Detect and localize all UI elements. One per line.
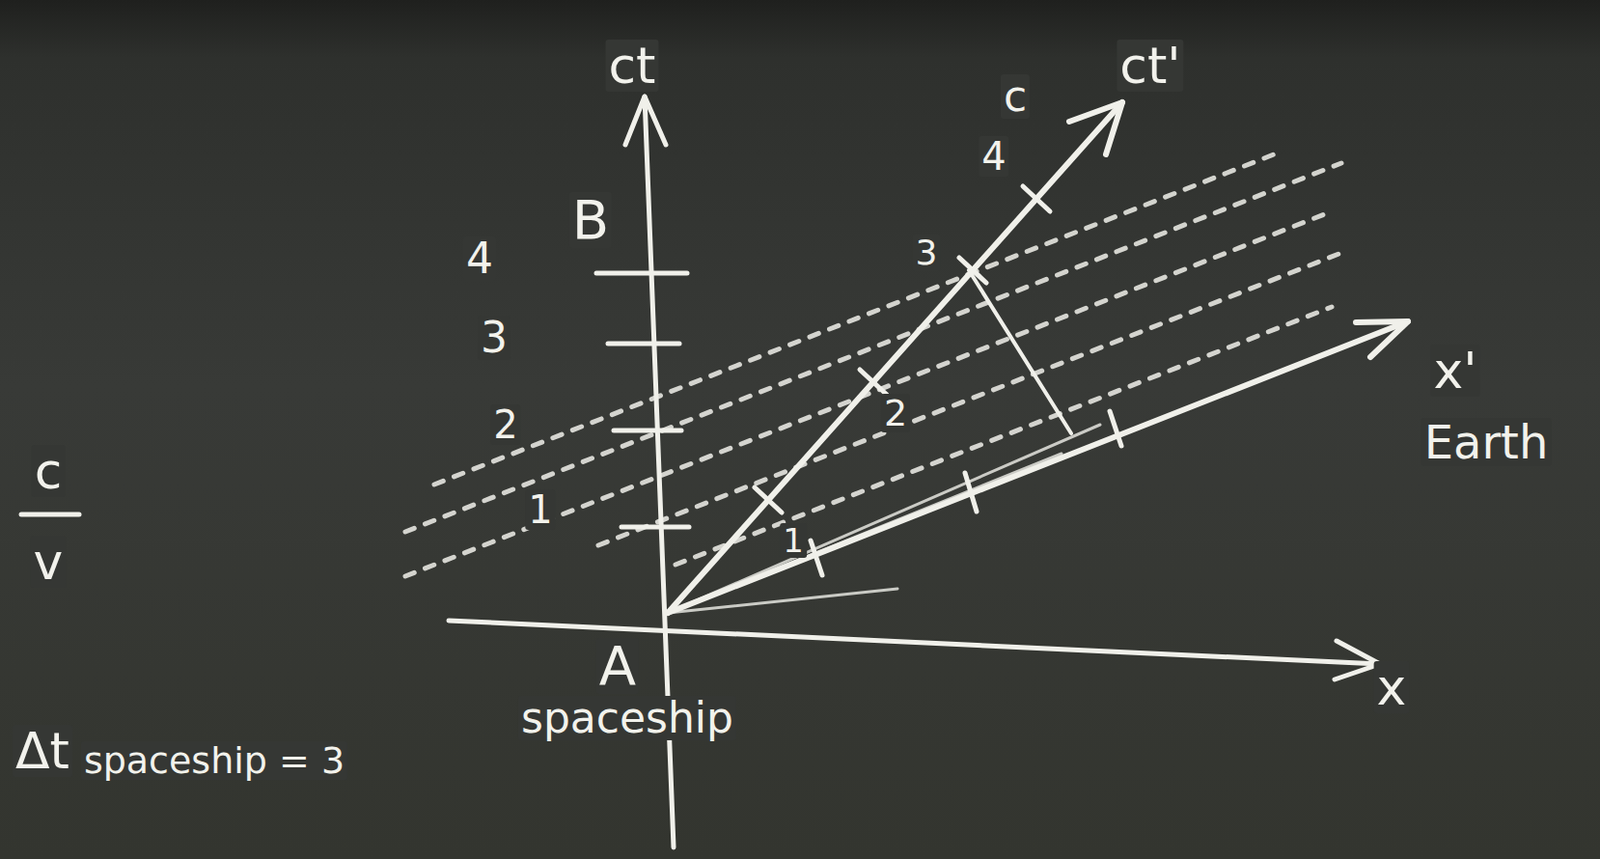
- chalk-label: spaceship = 3: [81, 741, 348, 780]
- chalk-label: v: [30, 535, 67, 588]
- line: [667, 424, 1101, 613]
- chalk-label: x: [1374, 661, 1410, 714]
- tick: [596, 271, 688, 276]
- chalk-label: Δt: [12, 724, 73, 777]
- tick: [965, 472, 977, 512]
- tick: [754, 487, 782, 513]
- chalk-label: spaceship: [518, 695, 737, 741]
- dotted-line: [405, 163, 1342, 532]
- tick: [613, 428, 682, 434]
- tick: [621, 524, 690, 530]
- simultaneity-lines: [405, 154, 1342, 577]
- chalk-label: x': [1430, 344, 1480, 397]
- chalk-label: 2: [881, 393, 911, 433]
- chalk-label: 4: [978, 136, 1009, 177]
- chalk-label: A: [596, 637, 639, 694]
- chalk-label: 1: [779, 523, 807, 558]
- tick: [810, 540, 823, 576]
- ct-prime-ticks: [754, 186, 1050, 513]
- ct-prime-axis: [667, 102, 1123, 613]
- tick: [859, 369, 887, 395]
- chalk-label: 2: [490, 404, 521, 445]
- chalk-label: ct': [1116, 39, 1184, 92]
- x-prime-ticks: [810, 411, 1122, 576]
- tick: [607, 341, 680, 347]
- x-prime-axis: [667, 321, 1408, 613]
- fraction-bar: [21, 512, 80, 518]
- chalk-label: Earth: [1421, 417, 1552, 467]
- chalk-label: c: [31, 444, 66, 497]
- tick: [1109, 411, 1122, 446]
- chalk-label: ct: [606, 39, 660, 92]
- line: [667, 540, 850, 613]
- arrowhead: [625, 96, 666, 145]
- projection-line: [968, 270, 1072, 434]
- chalk-label: B: [569, 192, 612, 249]
- dotted-line: [675, 306, 1332, 565]
- tick: [1022, 186, 1050, 212]
- dotted-line: [405, 211, 1332, 577]
- chalk-label: 3: [477, 315, 511, 360]
- line: [667, 453, 1062, 613]
- line: [667, 588, 898, 613]
- ct-ticks: [596, 273, 690, 527]
- chalk-label: 4: [463, 236, 497, 281]
- dotted-line: [598, 252, 1342, 546]
- arrowhead: [1069, 102, 1123, 155]
- arrowhead: [1355, 321, 1408, 358]
- chalk-label: 1: [524, 489, 555, 530]
- chalk-label: 3: [912, 234, 941, 272]
- dotted-line: [434, 154, 1274, 485]
- chalk-label: c: [1000, 74, 1030, 119]
- fan-lines: [667, 424, 1101, 613]
- x-axis: [448, 620, 1380, 664]
